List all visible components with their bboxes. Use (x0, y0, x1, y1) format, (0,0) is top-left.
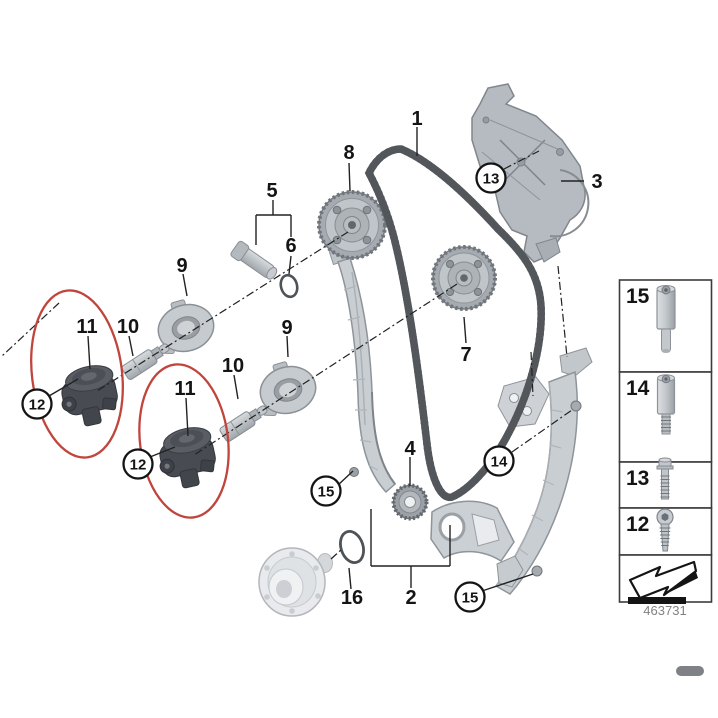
flange-bolt-icon (656, 457, 674, 500)
legend-cell-12: 12 (618, 507, 713, 556)
o-ring-small (279, 273, 299, 299)
legend-panel: 15 14 13 (618, 279, 713, 618)
camshaft-gear-intake (431, 245, 497, 311)
callout-13: 13 (475, 162, 507, 194)
crankshaft-hub (258, 547, 333, 617)
dowel-pin (230, 240, 278, 280)
callout-9-a: 9 (176, 255, 187, 277)
callout-15-b: 15 (454, 581, 486, 613)
callout-12-a: 12 (21, 388, 53, 420)
callout-16: 16 (341, 587, 363, 609)
callout-11-b: 11 (174, 378, 195, 400)
vanos-solenoid-a (61, 365, 118, 427)
callout-6: 6 (285, 235, 296, 257)
camshaft-gear-exhaust (317, 190, 387, 260)
stud-short-icon (656, 374, 676, 435)
callout-5: 5 (266, 180, 277, 202)
torx-screw-icon (656, 508, 674, 552)
pivot-bracket (471, 83, 590, 263)
callout-7: 7 (460, 344, 471, 366)
highlight-ellipses (30, 289, 230, 519)
legend-cell-arrow (618, 554, 713, 604)
legend-cell-13: 13 (618, 457, 713, 509)
callout-15-b-label: 15 (462, 590, 479, 607)
callout-12-b: 12 (122, 448, 154, 480)
legend-cell-15: 15 (618, 279, 713, 373)
sensor-wheel-b (259, 361, 317, 417)
callout-8: 8 (343, 142, 354, 164)
callout-3: 3 (591, 171, 602, 193)
legend-label-15: 15 (626, 285, 650, 308)
legend-cell-14: 14 (618, 371, 713, 463)
leader-lines (1, 127, 584, 592)
callout-13-label: 13 (483, 171, 500, 188)
callout-14: 14 (483, 445, 515, 477)
timing-chain (364, 145, 541, 497)
callout-15-a-label: 15 (318, 484, 335, 501)
chain-guide-rail-left (328, 247, 397, 494)
callout-11-a: 11 (76, 316, 97, 338)
callout-15-a: 15 (310, 475, 342, 507)
legend-label-14: 14 (626, 377, 650, 400)
plain-callouts: 1 8 5 6 9 9 11 10 11 10 7 4 3 16 2 (76, 108, 602, 609)
vanos-actuator-a (121, 343, 170, 380)
circled-callouts: 12 12 13 14 15 15 (21, 162, 515, 613)
tensioner-wishbone (430, 500, 543, 588)
crankshaft-sprocket (391, 483, 429, 521)
callout-10-a: 10 (117, 316, 139, 338)
callout-12-a-label: 12 (29, 397, 46, 414)
direction-arrow-icon (628, 560, 698, 604)
legend-label-12: 12 (626, 513, 649, 536)
vanos-solenoid-b (159, 427, 216, 489)
highlight-ellipse-a (30, 289, 124, 459)
o-ring-large (339, 530, 365, 564)
callout-2: 2 (405, 587, 416, 609)
callout-14-label: 14 (491, 454, 508, 471)
callout-9-b: 9 (281, 317, 292, 339)
diagram-code: 463731 (643, 603, 686, 618)
legend-label-13: 13 (626, 467, 649, 490)
callout-12-b-label: 12 (130, 457, 147, 474)
watermark-fragment (676, 666, 704, 676)
callout-4: 4 (404, 438, 416, 460)
callout-10-b: 10 (222, 355, 244, 377)
stud-long-icon (656, 285, 676, 353)
highlight-ellipse-b (138, 363, 230, 519)
callout-1: 1 (411, 108, 422, 130)
vanos-actuator-b (219, 405, 268, 442)
